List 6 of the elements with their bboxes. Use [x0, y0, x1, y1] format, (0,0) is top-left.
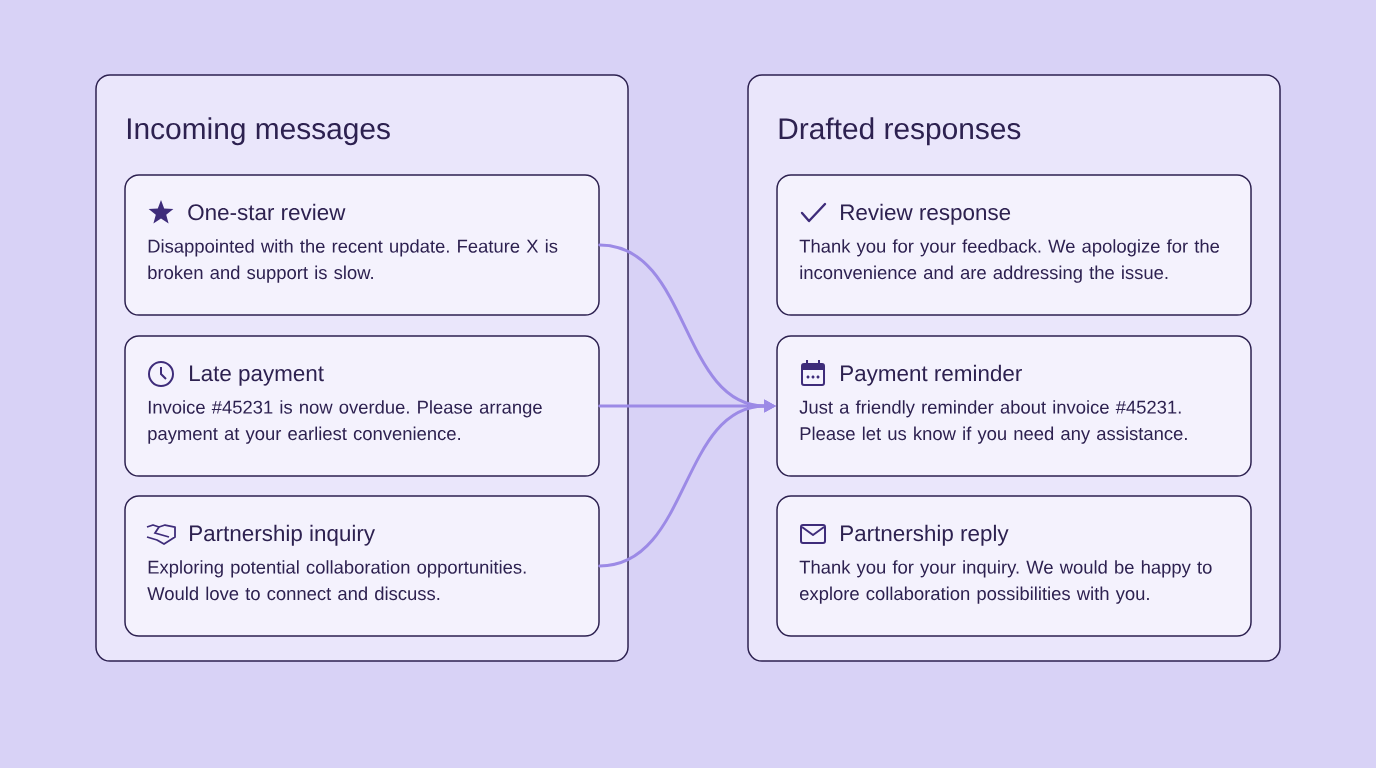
message-card: Payment reminder Just a friendly reminder about invoice #45231. Please let us know if you need any assistance. — [776, 335, 1252, 477]
message-card: One-star review Disappointed with the recent update. Feature X is broken and support is slow. — [124, 174, 600, 316]
message-card: Review response Thank you for your feedback. We apologize for the inconvenience and are addressing the issue. — [776, 174, 1252, 316]
message-card: Late payment Invoice #45231 is now overdue. Please arrange payment at your earliest convenience. — [124, 335, 600, 477]
message-card: Partnership reply Thank you for your inquiry. We would be happy to explore collaboration possibilities with you. — [776, 495, 1252, 637]
message-card: Partnership inquiry Exploring potential collaboration opportunities. Would love to connect and discuss. — [124, 495, 600, 637]
